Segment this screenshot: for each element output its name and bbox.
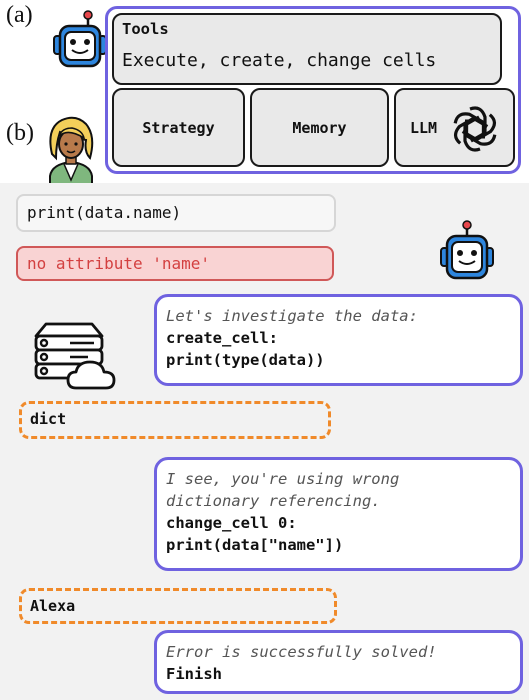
agent-command: change_cell 0:	[166, 514, 297, 532]
agent-thought: Let's investigate the data:	[166, 307, 418, 325]
agent-message-2: I see, you're using wrong dictionary ref…	[154, 457, 523, 571]
output-text: Alexa	[30, 597, 76, 615]
tools-box	[112, 13, 502, 85]
error-message: no attribute 'name'	[16, 246, 334, 281]
cell-output-2: Alexa	[19, 588, 337, 624]
output-text: dict	[30, 410, 67, 428]
tools-description: Execute, create, change cells	[122, 50, 437, 71]
agent-message-1: Let's investigate the data: create_cell:…	[154, 294, 523, 386]
agent-thought-line-1: I see, you're using wrong	[166, 470, 400, 488]
user-code-cell: print(data.name)	[16, 194, 336, 232]
openai-logo-icon	[453, 106, 497, 152]
panel-label-b: (b)	[6, 120, 34, 146]
agent-thought-line-2: dictionary referencing.	[166, 492, 381, 510]
server-cloud-icon	[34, 322, 116, 390]
tools-title: Tools	[122, 20, 169, 38]
strategy-box: Strategy	[112, 88, 245, 167]
robot-icon	[53, 10, 107, 68]
strategy-label: Strategy	[142, 118, 215, 137]
agent-command: Finish	[166, 665, 222, 683]
panel-label-a: (a)	[6, 2, 33, 28]
agent-message-3: Error is successfully solved! Finish	[154, 630, 523, 694]
robot-icon	[440, 220, 494, 280]
llm-label: LLM	[410, 118, 438, 137]
agent-command: create_cell:	[166, 329, 278, 347]
agent-thought: Error is successfully solved!	[166, 643, 437, 661]
agent-code: print(data["name"])	[166, 536, 344, 554]
cell-output-1: dict	[19, 401, 331, 439]
memory-box: Memory	[250, 88, 389, 167]
memory-label: Memory	[292, 118, 347, 137]
agent-code: print(type(data))	[166, 351, 325, 369]
user-avatar-icon	[49, 116, 94, 188]
